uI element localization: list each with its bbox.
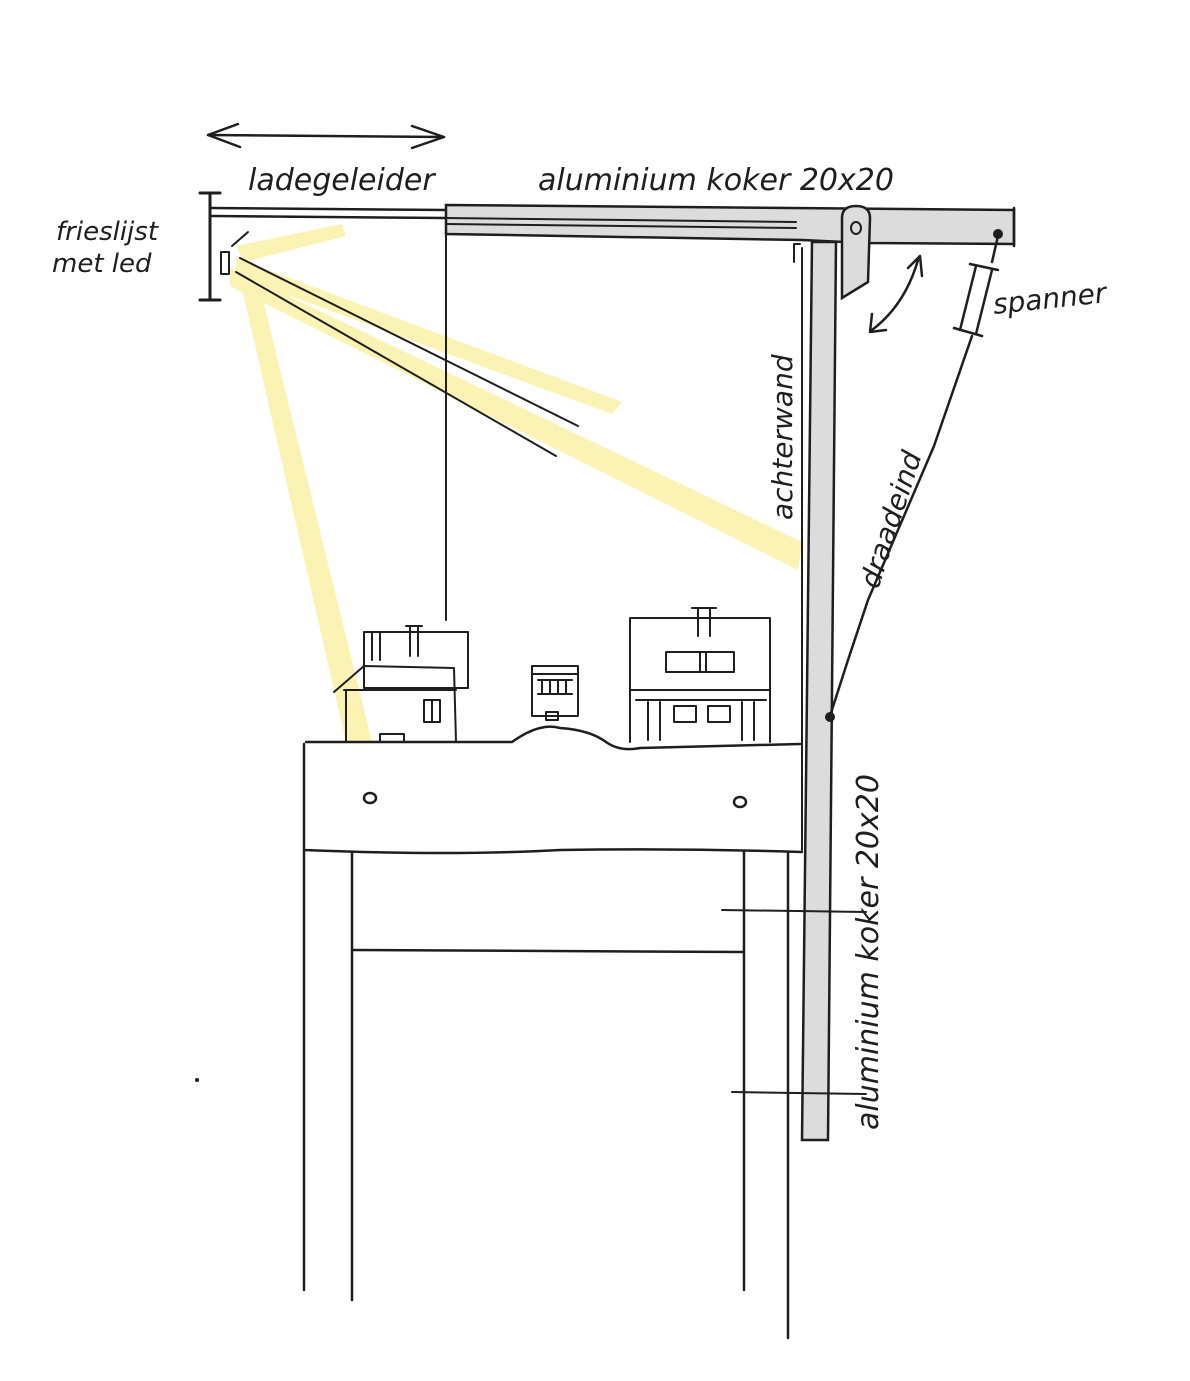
threaded-rod — [828, 234, 1000, 718]
label-back-wall: achterwand — [766, 354, 799, 520]
top-aluminium-tube — [444, 203, 1016, 248]
light-beam-upper — [236, 224, 346, 262]
vertical-aluminium-tube — [793, 240, 838, 1142]
label-fascia: frieslijst met led — [52, 217, 159, 279]
tube-clamps — [721, 909, 867, 1095]
model-house-right — [629, 607, 771, 743]
label-tensioner: spanner — [991, 276, 1109, 321]
label-vertical-tube: aluminium koker 20x20 — [851, 774, 886, 1130]
slide-direction-arrow — [206, 122, 446, 150]
drawer-slide-rail — [210, 206, 448, 220]
light-beam-down — [240, 280, 372, 742]
model-house-middle — [531, 665, 579, 721]
label-fascia-line-1: frieslijst — [56, 217, 159, 247]
light-beam-to-wall — [230, 268, 802, 570]
led-light-beams — [230, 224, 802, 742]
label-top-tube: aluminium koker 20x20 — [538, 163, 894, 198]
light-beam-edges — [235, 257, 579, 457]
label-fascia-line-2: met led — [52, 249, 152, 279]
rotation-arrow — [868, 254, 924, 334]
tensioner — [952, 262, 1000, 338]
label-threaded-rod: draadeind — [853, 447, 928, 592]
label-drawer-slide: ladegeleider — [248, 163, 436, 198]
table-legs — [302, 848, 790, 1340]
model-house-left — [333, 625, 469, 743]
light-beam-middle — [236, 258, 622, 414]
fascia-with-led — [198, 191, 249, 302]
stray-dot — [195, 1078, 199, 1082]
rod-anchor-top — [993, 229, 1003, 239]
ground-line — [304, 725, 802, 751]
table-top — [302, 742, 804, 855]
pivot-bracket — [840, 204, 872, 301]
rod-anchor-bottom — [825, 712, 835, 722]
